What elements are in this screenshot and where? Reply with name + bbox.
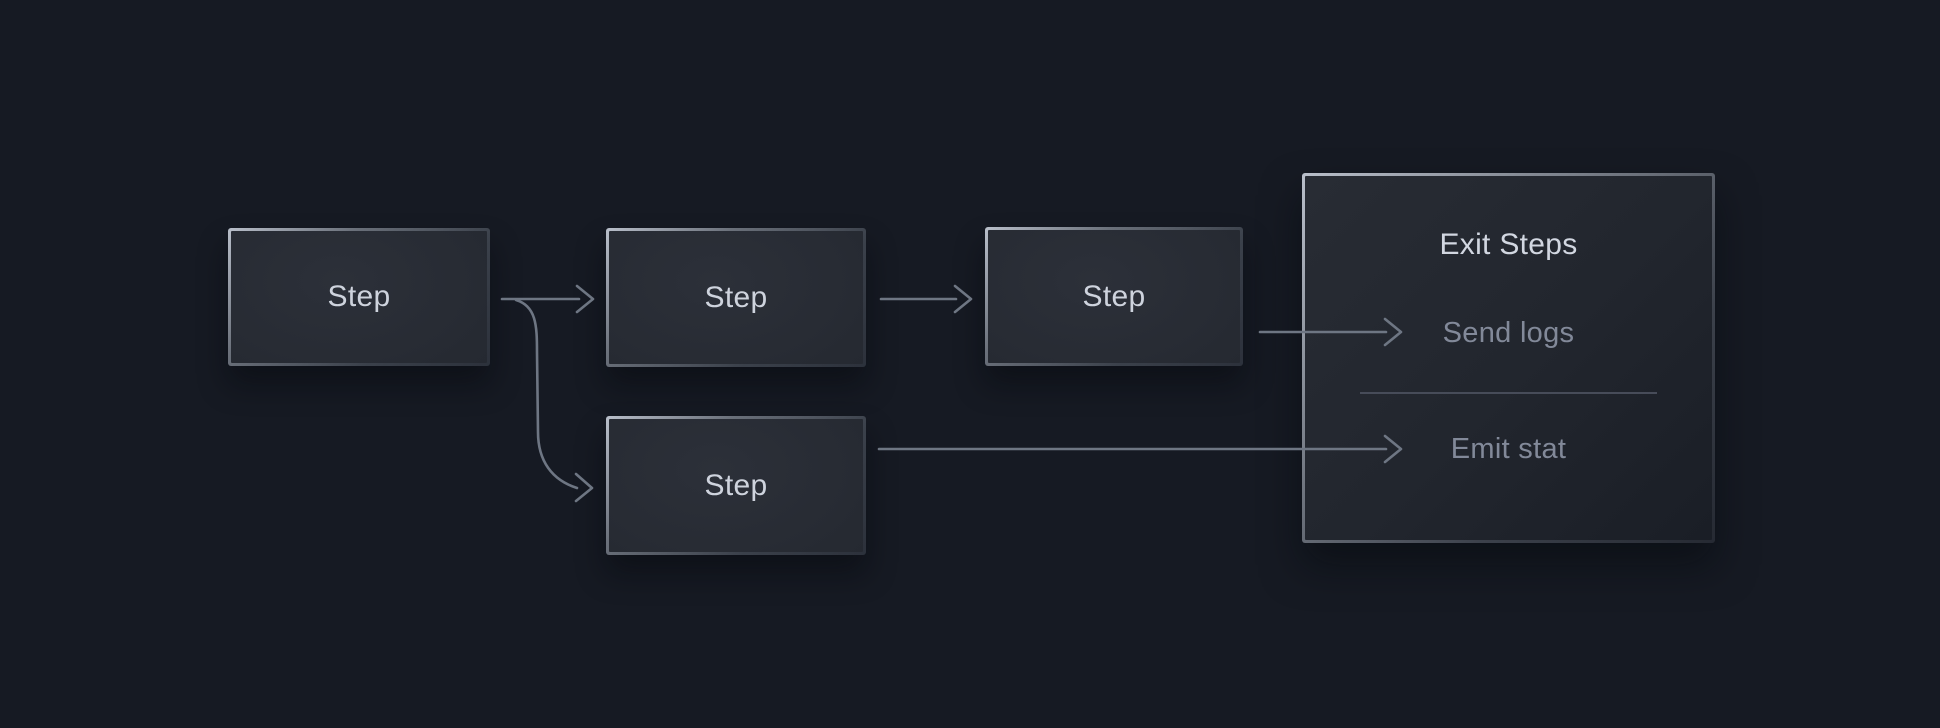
exit-step-send-logs[interactable]: Send logs bbox=[1442, 317, 1575, 349]
step-node-2[interactable]: Step bbox=[606, 228, 866, 367]
arrow-step1-step2-head bbox=[575, 284, 595, 314]
step-node-2-body: Step bbox=[609, 231, 863, 364]
step-node-4-label: Step bbox=[704, 468, 768, 502]
step-node-3-label: Step bbox=[1082, 279, 1146, 313]
arrow-step2-step3-head bbox=[953, 284, 973, 314]
exit-steps-divider bbox=[1360, 392, 1657, 394]
exit-steps-title: Exit Steps bbox=[1439, 228, 1578, 261]
step-node-3-body: Step bbox=[988, 230, 1240, 363]
step-node-4-body: Step bbox=[609, 419, 863, 552]
arrow-step1-step4-curve bbox=[514, 298, 579, 490]
step-node-1-body: Step bbox=[231, 231, 487, 363]
arrow-step1-step4-head bbox=[574, 472, 594, 503]
step-node-2-label: Step bbox=[704, 280, 768, 314]
exit-step-emit-stat[interactable]: Emit stat bbox=[1450, 433, 1567, 465]
step-node-1-label: Step bbox=[327, 280, 391, 313]
step-node-1[interactable]: Step bbox=[228, 228, 490, 366]
exit-steps-panel-body: Exit Steps Send logs Emit stat bbox=[1305, 176, 1712, 540]
step-node-3[interactable]: Step bbox=[985, 227, 1243, 366]
step-node-4[interactable]: Step bbox=[606, 416, 866, 555]
exit-steps-panel: Exit Steps Send logs Emit stat bbox=[1302, 173, 1715, 543]
